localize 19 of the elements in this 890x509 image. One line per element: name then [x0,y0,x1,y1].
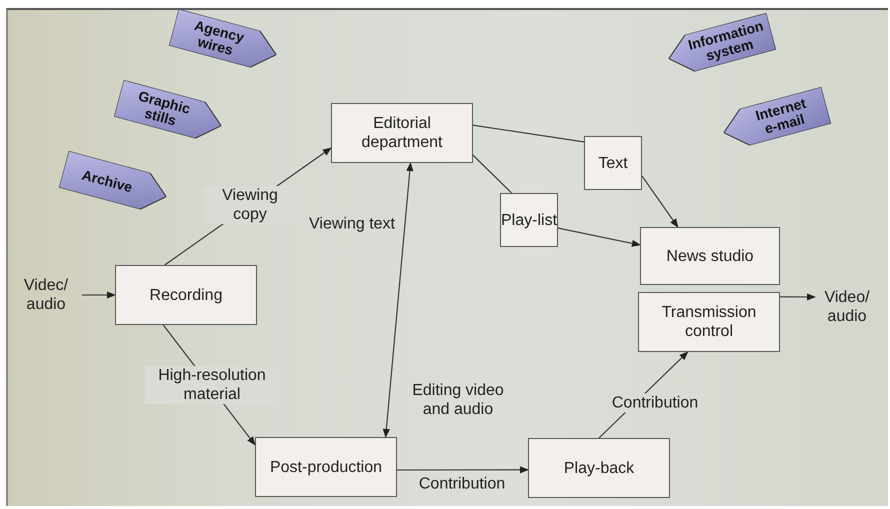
arrow [382,162,414,438]
process-box: Transmission control [638,292,780,352]
process-box: Play-back [528,438,670,498]
arrow [558,228,641,247]
arrow [82,291,116,299]
process-box: Post-production [255,437,397,497]
process-box: News studio [640,227,780,285]
arrow [642,176,678,228]
edge-label: Viewing text [308,214,396,234]
edge-label: Contribution [418,474,506,494]
arrow [397,466,529,474]
flow-label: Editing video and audio [411,381,505,419]
process-box: Play-list [500,193,558,247]
process-box: Editorial department [331,103,473,163]
arrow [780,293,816,301]
process-box: Recording [115,265,257,325]
io-label: Videc/ audio [10,270,82,320]
io-label: Video/ audio [815,282,879,332]
process-box: Text [584,136,642,190]
